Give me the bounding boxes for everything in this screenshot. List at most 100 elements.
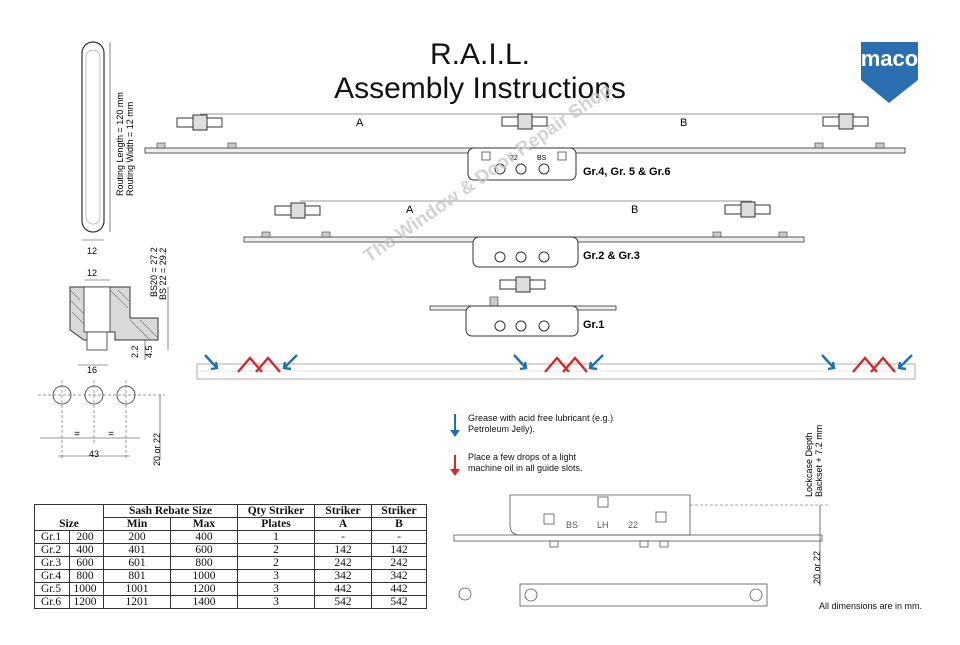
table-cell: 601: [103, 556, 171, 570]
dim-4-5: 4.5: [144, 345, 154, 358]
table-header-row-1: Size Sash Rebate Size Qty Striker Strike…: [34, 504, 427, 531]
top-dim-b: B: [680, 117, 687, 129]
routing-length-label: Routing Length = 120 mm: [115, 92, 125, 196]
header-striker-b-2: B: [371, 517, 427, 531]
size-group: Gr.6: [41, 596, 62, 608]
size-cell: Gr.3 600: [34, 556, 104, 570]
routing-width-label: Routing Width = 12 mm: [125, 102, 135, 196]
table-cell: 3: [237, 595, 315, 609]
backset-label: Backset + 7.2 mm: [814, 425, 824, 497]
lockcase-bs: BS: [537, 155, 547, 162]
header-qty-1: Qty Striker: [237, 504, 315, 518]
assembly-gr1: [429, 276, 617, 337]
header-striker-a-1: Striker: [314, 504, 372, 518]
table-cell: 400: [170, 530, 238, 544]
size-value: 1200: [69, 596, 100, 608]
table-cell: 401: [103, 543, 171, 557]
routing-width-dim: 12: [87, 246, 97, 256]
label-gr4-5-6: Gr.4, Gr. 5 & Gr.6: [583, 166, 670, 178]
table-cell: 1400: [170, 595, 238, 609]
table-cell: -: [371, 530, 427, 544]
table-cell: 2: [237, 556, 315, 570]
header-max: Max: [170, 517, 238, 531]
size-value: 200: [69, 531, 100, 543]
size-group: Gr.5: [41, 583, 62, 595]
grease-arrows: [204, 354, 913, 371]
label-gr1: Gr.1: [583, 319, 604, 331]
lockcase-detail: [453, 494, 830, 607]
lockcase-22: 22: [510, 155, 518, 162]
table-cell: 142: [371, 543, 427, 557]
table-cell: 600: [170, 543, 238, 557]
table-cell: 342: [314, 569, 372, 583]
header-sash-rebate: Sash Rebate Size: [103, 504, 238, 518]
title-line-1: R.A.I.L.: [429, 38, 531, 71]
header-striker-b-1: Striker: [371, 504, 427, 518]
legend-oil-text: Place a few drops of a light machine oil…: [468, 452, 583, 473]
oil-arrows: [237, 356, 896, 373]
section-dim-16: 16: [87, 365, 97, 375]
detail-bs: BS: [566, 520, 578, 530]
size-group: Gr.2: [41, 544, 62, 556]
header-striker-a-2: A: [314, 517, 372, 531]
label-gr2-3: Gr.2 & Gr.3: [583, 250, 640, 262]
table-cell: 542: [314, 595, 372, 609]
dim-43: 43: [89, 449, 99, 459]
table-cell: 3: [237, 569, 315, 583]
assembly-gr2-3: [243, 200, 805, 268]
mid-dim-b: B: [631, 204, 638, 216]
size-table: Size Sash Rebate Size Qty Striker Strike…: [34, 504, 427, 609]
cross-section: 12 16 BS20 = 27.2 BS 22 = 29.2 2.2 4.5: [69, 247, 169, 375]
logo-text: maco: [861, 46, 918, 71]
detail-lh: LH: [597, 520, 609, 530]
table-cell: 800: [170, 556, 238, 570]
spacing-mark-1: =: [74, 429, 80, 440]
size-cell: Gr.1 200: [34, 530, 104, 544]
size-group: Gr.3: [41, 557, 62, 569]
table-header-row-2: Min Max Plates A B: [35, 517, 427, 531]
table-cell: 242: [314, 556, 372, 570]
size-value: 1000: [69, 583, 100, 595]
legend-oil-icon: [450, 455, 460, 476]
size-group: Gr.1: [41, 531, 62, 543]
header-min: Min: [103, 517, 171, 531]
table-cell: 1: [237, 530, 315, 544]
detail-side-dim: 20 or 22: [812, 551, 822, 584]
dim-2-2: 2.2: [130, 345, 140, 358]
header-qty-2: Plates: [237, 517, 315, 531]
size-cell: Gr.5 1000: [34, 582, 104, 596]
header-size: Size: [34, 504, 104, 531]
bs22-label: BS 22 = 29.2: [158, 248, 168, 300]
page-title: R.A.I.L. Assembly Instructions: [0, 38, 960, 106]
detail-22: 22: [628, 520, 638, 530]
size-value: 600: [69, 557, 100, 569]
table-cell: 2: [237, 543, 315, 557]
section-top-dim: 12: [87, 268, 97, 278]
table-cell: 801: [103, 569, 171, 583]
assembly-gr4-5-6: 22 BS: [144, 113, 906, 181]
table-cell: 3: [237, 582, 315, 596]
mid-dim-a: A: [406, 204, 414, 216]
top-dim-a: A: [356, 117, 364, 129]
routing-slot: 12 Routing Length = 120 mm Routing Width…: [81, 41, 135, 256]
table-cell: 442: [314, 582, 372, 596]
table-cell: 342: [371, 569, 427, 583]
hole-pattern: [38, 380, 165, 460]
dimensions-note: All dimensions are in mm.: [818, 601, 922, 611]
hole-side-dim: 20 or 22: [152, 433, 162, 466]
table-cell: 442: [371, 582, 427, 596]
table-cell: 142: [314, 543, 372, 557]
size-group: Gr.4: [41, 570, 62, 582]
legend-grease-text: Grease with acid free lubricant (e.g.) P…: [468, 413, 614, 434]
title-line-2: Assembly Instructions: [334, 72, 626, 105]
lockcase-depth-label: Lockcase Depth: [804, 432, 814, 497]
legend-grease-icon: [450, 414, 460, 437]
